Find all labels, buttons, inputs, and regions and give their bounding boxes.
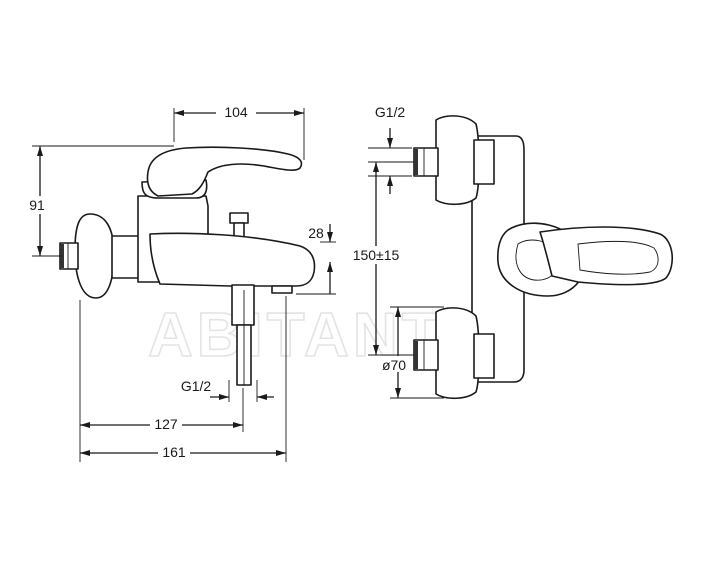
front-aerator xyxy=(271,285,293,294)
dim-inlet-thread: G1/2 xyxy=(375,104,406,120)
side-bottom-flange xyxy=(435,307,480,400)
dim-outlet-thread: G1/2 xyxy=(181,378,212,394)
dim-overall-width: 161 xyxy=(162,444,186,460)
dim-outlet-distance: 127 xyxy=(154,416,178,432)
dim-flange-diameter: ø70 xyxy=(382,357,406,373)
side-top-connector xyxy=(473,139,495,185)
side-top-flange xyxy=(435,115,480,206)
front-diverter-stem xyxy=(233,222,245,238)
side-bottom-inlet-hatch xyxy=(414,341,418,369)
side-view xyxy=(413,115,673,400)
side-dimensions: G1/2 150±15 ø70 xyxy=(353,104,444,399)
front-connector xyxy=(111,235,141,279)
dim-spout-height: 28 xyxy=(308,225,324,241)
dim-lever-height: 91 xyxy=(29,197,45,213)
front-diverter-cap xyxy=(229,212,249,224)
front-lever-handle xyxy=(146,146,303,197)
side-lever-handle xyxy=(539,226,673,286)
dim-centre-distance: 150±15 xyxy=(353,247,400,263)
side-top-inlet-hatch xyxy=(414,149,418,175)
front-view xyxy=(59,146,316,386)
front-spout xyxy=(149,232,316,287)
side-bottom-connector xyxy=(473,333,495,379)
dim-top-width: 104 xyxy=(224,104,248,120)
front-wall-flange xyxy=(74,213,115,299)
front-outlet-nut xyxy=(231,284,255,326)
front-dimensions: 104 91 28 G1/2 127 xyxy=(24,103,336,462)
